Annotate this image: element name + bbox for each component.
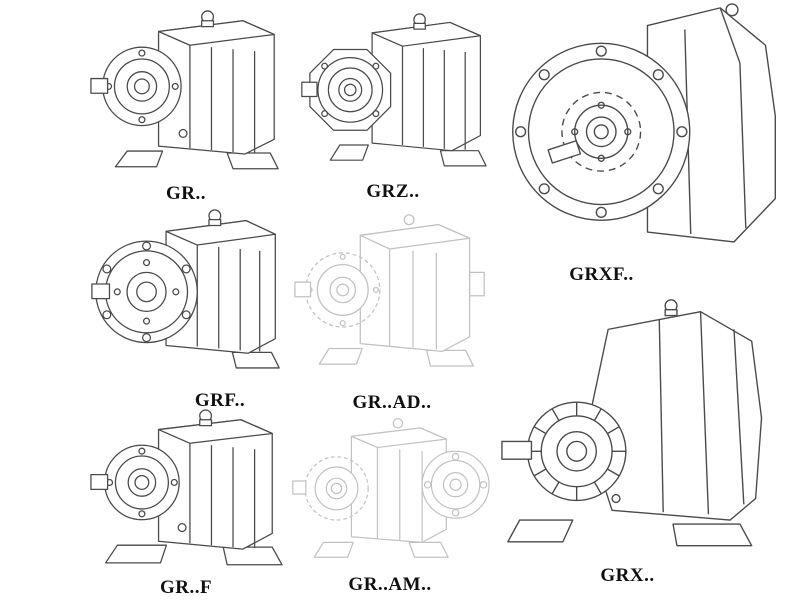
model-label-grx: GRX..: [600, 565, 655, 587]
gearbox-drawing-gr-am-icon: [292, 418, 490, 558]
gearbox-drawing-gr-ad-icon: [294, 214, 485, 367]
gearbox-drawing-grxf-icon: [512, 3, 776, 243]
gearbox-drawing-gr-f-icon: [90, 409, 283, 566]
figure-gr: GR..: [88, 8, 284, 205]
model-label-grxf: GRXF..: [569, 263, 634, 285]
figure-grz: GRZ..: [298, 12, 488, 203]
gearbox-drawing-grf-icon: [91, 209, 280, 369]
gearbox-drawing-gr-icon: [90, 10, 279, 170]
model-label-gr: GR..: [166, 182, 206, 204]
model-label-gr-ad: GR..AD..: [352, 391, 432, 413]
figure-gr-am: GR..AM..: [290, 414, 490, 596]
figure-grxf: GRXF..: [498, 0, 793, 286]
figure-grf: GRF..: [88, 206, 288, 412]
model-label-gr-f: GR..F: [159, 576, 213, 598]
model-label-grf: GRF..: [194, 389, 246, 411]
figure-gr-ad: GR..AD..: [292, 208, 492, 414]
model-label-gr-am: GR..AM..: [348, 574, 432, 596]
figure-grx: GRX..: [498, 292, 793, 587]
gearbox-drawing-grx-icon: [501, 299, 763, 547]
figure-gr-f: GR..F: [88, 408, 284, 599]
model-label-grz: GRZ..: [366, 181, 420, 203]
gearbox-drawing-grz-icon: [301, 13, 487, 167]
